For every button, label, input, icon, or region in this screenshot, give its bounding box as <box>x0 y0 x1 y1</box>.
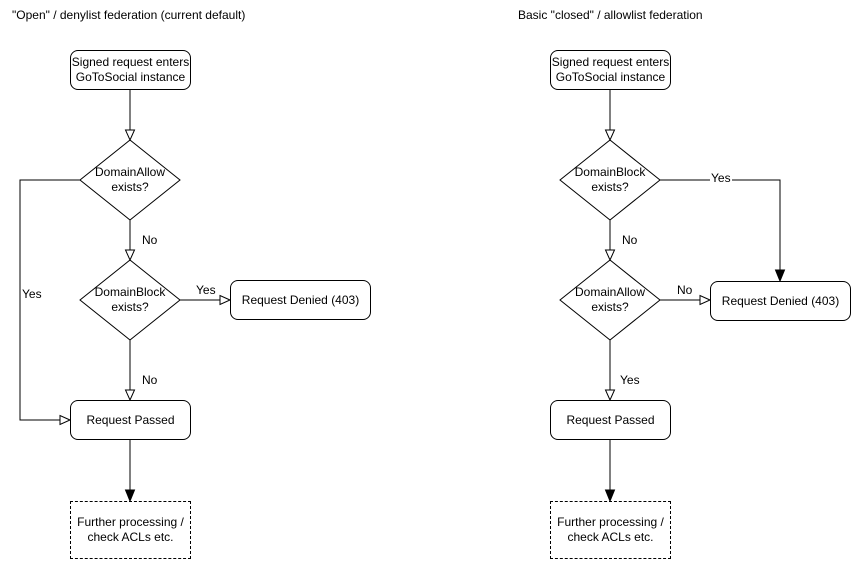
edge-label-no: No <box>676 283 694 297</box>
chart-title: "Open" / denylist federation (current de… <box>12 8 246 22</box>
passed-node: Request Passed <box>70 400 191 440</box>
further-processing-node: Further processing / check ACLs etc. <box>550 501 671 559</box>
arrowhead-filled-right-denied-top-icon <box>774 269 786 283</box>
edge-label-no: No <box>141 373 159 387</box>
edge-label-yes: Yes <box>195 283 217 297</box>
decision-shape-right-2 <box>559 259 661 341</box>
chart-title: Basic "closed" / allowlist federation <box>518 8 703 22</box>
edge-left-decision1-to-passed <box>19 179 80 421</box>
arrowhead-open-right-decision1-icon <box>604 129 616 142</box>
decision-shape-right-1 <box>559 139 661 221</box>
arrowhead-open-right-decision2-icon <box>604 249 616 262</box>
decision-shape-left-2 <box>79 259 181 341</box>
arrowhead-filled-left-further-icon <box>124 489 136 503</box>
start-node: Signed request enters GoToSocial instanc… <box>550 50 671 90</box>
edge-label-no: No <box>621 233 639 247</box>
start-node: Signed request enters GoToSocial instanc… <box>70 50 191 90</box>
edge-label-no: No <box>141 233 159 247</box>
arrowhead-open-left-denied-icon <box>219 294 232 306</box>
arrowhead-open-left-decision2-icon <box>124 249 136 262</box>
arrowhead-open-left-decision1-icon <box>124 129 136 142</box>
decision-shape-left-1 <box>79 139 181 221</box>
denied-node: Request Denied (403) <box>230 280 371 320</box>
denied-node: Request Denied (403) <box>710 281 851 321</box>
passed-node: Request Passed <box>550 400 671 440</box>
arrowhead-open-right-passed-top-icon <box>604 389 616 402</box>
edge-label-yes: Yes <box>710 171 732 185</box>
arrowhead-open-left-passed-side-icon <box>59 414 72 426</box>
arrowhead-open-right-denied-side-icon <box>699 294 712 306</box>
edge-right-decision1-to-denied <box>660 179 781 271</box>
further-processing-node: Further processing / check ACLs etc. <box>70 501 191 559</box>
edge-label-yes: Yes <box>619 373 641 387</box>
edge-label-yes: Yes <box>21 287 43 301</box>
arrowhead-open-left-passed-top-icon <box>124 389 136 402</box>
arrowhead-filled-right-further-icon <box>604 489 616 503</box>
